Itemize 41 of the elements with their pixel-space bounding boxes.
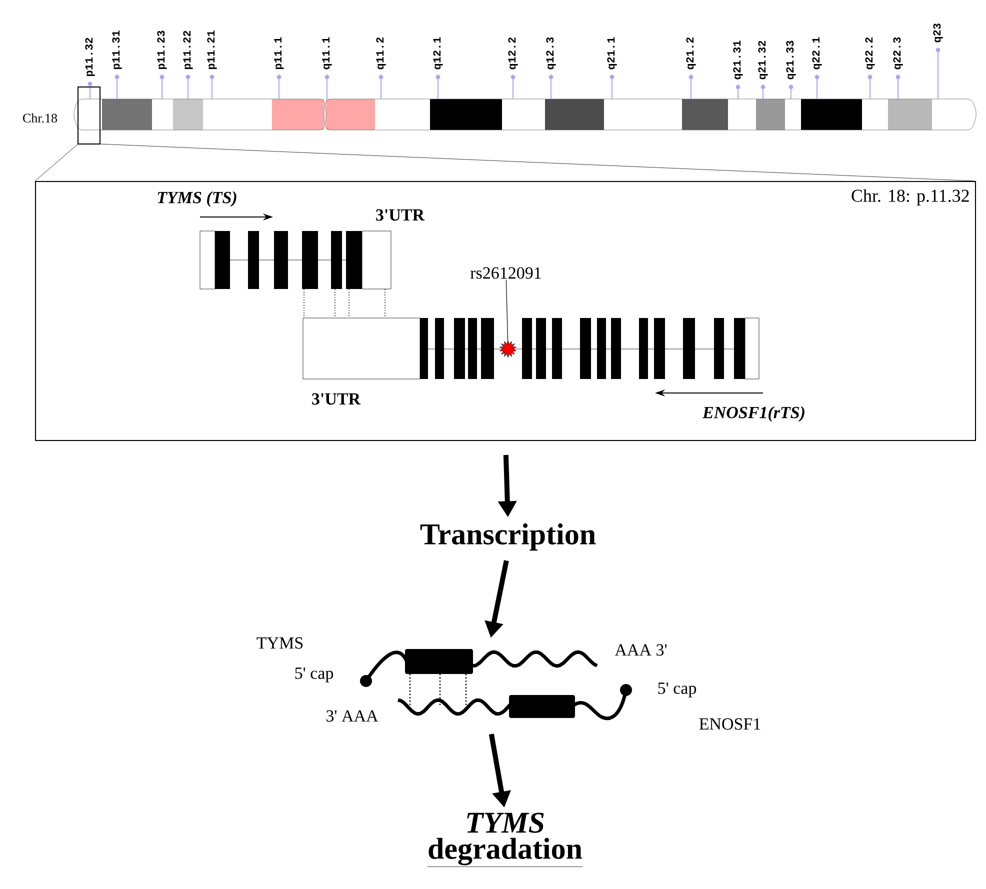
chromosome-label: Chr.18 bbox=[23, 113, 58, 123]
band-label: q11.2 bbox=[376, 37, 386, 70]
band-label: q22.2 bbox=[865, 37, 875, 70]
leader-line bbox=[506, 280, 508, 341]
mrna-label: 3' AAA bbox=[326, 710, 378, 722]
utr-label: 3'UTR bbox=[376, 209, 425, 221]
band-label: q22.1 bbox=[812, 37, 822, 70]
band-label: q11.1 bbox=[322, 37, 332, 70]
pairing-line bbox=[303, 289, 305, 318]
band-label: p11.32 bbox=[85, 38, 95, 76]
band-label: p11.21 bbox=[207, 30, 217, 70]
mrna-label: 5' cap bbox=[295, 668, 334, 682]
utr-label: 3'UTR bbox=[312, 393, 361, 405]
band-label: q12.2 bbox=[508, 37, 518, 70]
band-label: q12.1 bbox=[433, 37, 443, 70]
band-label: p11.31 bbox=[112, 30, 122, 70]
pairing-line bbox=[334, 289, 336, 318]
band-label: q21.2 bbox=[686, 37, 696, 70]
snp-star bbox=[500, 340, 516, 358]
region-label: Chr. 18: p.11.32 bbox=[852, 189, 969, 206]
mrna-label: AAA 3' bbox=[614, 644, 667, 656]
mrna-label: TYMS bbox=[256, 637, 303, 649]
band-label: q22.3 bbox=[893, 37, 903, 70]
step-label: Transcription bbox=[420, 523, 596, 551]
band-label: q23 bbox=[933, 24, 943, 42]
mrna-label: ENOSF1 bbox=[699, 718, 760, 730]
pairing-line bbox=[384, 289, 386, 318]
band-label: q12.3 bbox=[546, 37, 556, 70]
band-label: q21.33 bbox=[786, 40, 796, 80]
band-label: q21.31 bbox=[733, 40, 743, 80]
snp-label: rs2612091 bbox=[470, 267, 541, 279]
band-label: p11.23 bbox=[157, 30, 167, 70]
band-label: q21.32 bbox=[758, 40, 768, 80]
mrna-label: 5' cap bbox=[658, 682, 696, 698]
gene-label: ENOSF1(rTS) bbox=[702, 406, 804, 422]
band-label: p11.1 bbox=[274, 37, 284, 70]
gene-label: TYMS (TS) bbox=[158, 191, 236, 207]
band-label: p11.22 bbox=[183, 30, 193, 70]
outcome-label: TYMS degradation bbox=[427, 812, 583, 867]
band-label: q21.1 bbox=[607, 37, 617, 70]
pairing-line bbox=[348, 289, 350, 318]
